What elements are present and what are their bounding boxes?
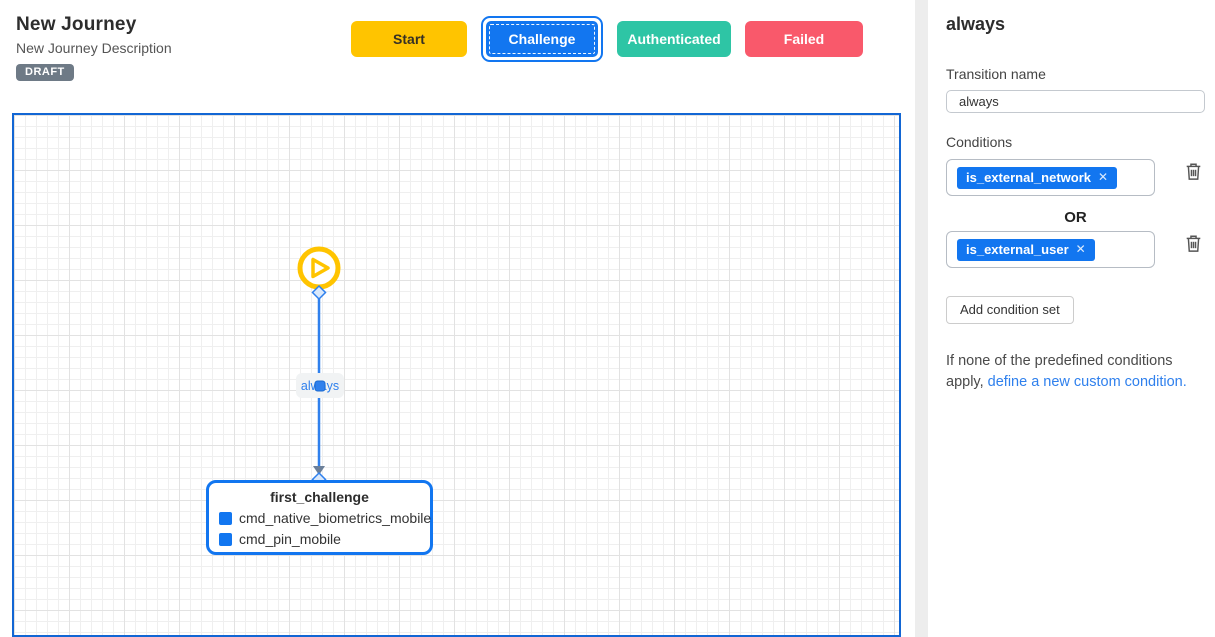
start-node-icon — [297, 246, 341, 290]
challenge-button-selection-ring: Challenge — [481, 16, 603, 62]
page-description: New Journey Description — [16, 40, 172, 56]
flow-edge-graphics — [297, 246, 341, 488]
journey-header: New Journey New Journey Description DRAF… — [16, 14, 172, 81]
node-toolbar: Start Challenge Authenticated Failed — [351, 16, 863, 62]
delete-condition-set-button[interactable] — [1185, 234, 1202, 254]
authenticated-button[interactable]: Authenticated — [617, 21, 731, 57]
journey-canvas[interactable]: always first_challenge cmd_native_biomet… — [12, 113, 901, 637]
condition-chip-label: is_external_network — [966, 169, 1092, 185]
failed-button[interactable]: Failed — [745, 21, 863, 57]
remove-condition-icon[interactable]: ✕ — [1075, 242, 1086, 256]
panel-title: always — [946, 14, 1006, 34]
method-square-icon — [219, 532, 232, 546]
condition-set-row: is_external_user ✕ — [946, 231, 1205, 268]
remove-condition-icon[interactable]: ✕ — [1098, 170, 1109, 184]
page-title: New Journey — [16, 14, 137, 35]
edge-midpoint-handle[interactable] — [314, 380, 326, 391]
trash-icon — [1186, 235, 1201, 252]
challenge-button[interactable]: Challenge — [486, 21, 598, 57]
condition-set-input[interactable]: is_external_user ✕ — [946, 231, 1155, 268]
add-condition-set-button[interactable]: Add condition set — [946, 296, 1074, 324]
condition-set-row: is_external_network ✕ — [946, 159, 1205, 196]
custom-condition-hint: If none of the predefined conditions app… — [946, 351, 1205, 393]
panel-divider — [915, 0, 928, 637]
transition-name-label: Transition name — [946, 66, 1046, 82]
node-first-challenge[interactable]: first_challenge cmd_native_biometrics_mo… — [206, 480, 433, 555]
hint-text: If none of the predefined conditions app… — [946, 353, 1173, 391]
conditions-label: Conditions — [946, 134, 1013, 150]
node-item-row: cmd_native_biometrics_mobile — [219, 510, 431, 526]
transition-properties-panel: always Transition name Conditions is_ext… — [930, 0, 1215, 637]
transition-name-input[interactable] — [946, 90, 1205, 113]
start-button[interactable]: Start — [351, 21, 467, 57]
delete-condition-set-button[interactable] — [1185, 162, 1202, 182]
node-title: first_challenge — [270, 489, 369, 505]
condition-chip[interactable]: is_external_network ✕ — [957, 166, 1118, 189]
condition-set-input[interactable]: is_external_network ✕ — [946, 159, 1155, 196]
condition-chip-label: is_external_user — [966, 241, 1069, 257]
condition-or-separator: OR — [1064, 209, 1087, 226]
node-item-label: cmd_pin_mobile — [239, 531, 341, 547]
status-badge: DRAFT — [16, 64, 74, 81]
define-custom-condition-link[interactable]: define a new custom condition. — [987, 374, 1187, 391]
node-item-row: cmd_pin_mobile — [219, 531, 420, 547]
edge-label-always[interactable]: always — [296, 373, 344, 398]
method-square-icon — [219, 511, 232, 525]
condition-chip[interactable]: is_external_user ✕ — [957, 238, 1095, 261]
trash-icon — [1186, 163, 1201, 180]
node-item-label: cmd_native_biometrics_mobile — [239, 510, 432, 526]
